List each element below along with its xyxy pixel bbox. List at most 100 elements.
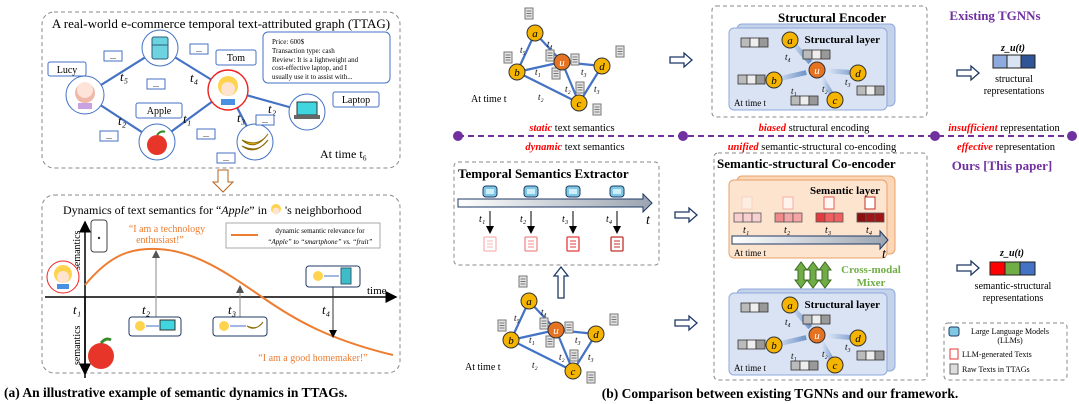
semantic-axis-label: t: [882, 247, 887, 262]
mixer-label: Mixer: [857, 277, 886, 289]
text-document-icon: [570, 53, 580, 66]
caption-a: (a) An illustrative example of semantic …: [4, 385, 347, 400]
edge-label: t₃: [845, 77, 851, 87]
tick-label: t₂: [520, 214, 527, 225]
node-a: [781, 31, 799, 49]
edge-label: t₁: [183, 111, 191, 126]
down-arrow-icon: [211, 169, 235, 193]
smartphone-icon: [90, 219, 108, 253]
quote-tech: “I am a technology: [129, 224, 205, 235]
review-line: Transaction type: cash: [272, 47, 335, 55]
node-label: u: [553, 325, 559, 337]
z-label: z_u(t): [1000, 43, 1025, 54]
node-label: c: [833, 360, 838, 372]
node-d: [593, 57, 611, 75]
semantic-embedding-vector: [856, 212, 885, 223]
ellipsis: ...: [262, 116, 268, 125]
graph-edge: [510, 339, 574, 372]
node-u: [547, 321, 565, 339]
tom-node: Tom: [207, 49, 257, 111]
llm-robot-icon: [565, 185, 581, 198]
node-b: [765, 336, 783, 354]
dynamic-semantics-label: dynamic text semantics: [525, 142, 624, 153]
node-u: [553, 53, 571, 71]
edge-label: t₃: [237, 110, 245, 125]
tick-label: t₃: [825, 225, 832, 236]
legend-raw: Raw Texts in TTAGs: [962, 365, 1030, 374]
structural-layer-label: Structural layer: [805, 34, 881, 46]
llm-generated-text-icon: [483, 236, 497, 252]
review-line: usually use it to assist with...: [272, 73, 353, 81]
at-time-label: At time t: [734, 98, 766, 108]
node-a: [520, 292, 538, 310]
node-label: c: [571, 366, 576, 378]
tom-fridge-interaction-icon: [305, 265, 361, 288]
at-time-label: At time t: [734, 248, 766, 258]
timeline-dot: [453, 131, 463, 141]
edge-label: t₅: [514, 313, 520, 323]
repr-text: semantic-structural: [975, 281, 1052, 292]
text-document-icon: [592, 103, 602, 116]
edge-label: t₂: [118, 113, 127, 128]
edge-label: t₂: [559, 352, 565, 362]
node-b: [765, 71, 783, 89]
ellipsis: ...: [223, 154, 229, 163]
tom-highlight-icon: [46, 260, 80, 294]
comparison-timeline: static text semantics biased structural …: [453, 123, 1077, 153]
insufficient-repr-label: insufficient representation: [948, 123, 1060, 134]
edge-label: t₂: [532, 360, 538, 370]
edge-label: t₁: [535, 67, 541, 77]
extractor-axis-label: t: [646, 213, 651, 228]
tick-label: t₁: [743, 225, 749, 236]
flow-arrows: [552, 51, 980, 332]
edge-label: t₄: [190, 70, 199, 85]
edge-label: t₃: [588, 352, 594, 362]
text-document-icon: [609, 313, 619, 326]
curve-legend: dynamic semantic relevance for “Apple” t…: [225, 222, 381, 249]
semantic-relevance-curve: [84, 247, 394, 356]
semantic-time-arrow: [731, 229, 889, 251]
llm-generated-text-icon: [610, 236, 624, 252]
edge-label: t₂: [538, 92, 544, 102]
generated-text-icon: [949, 348, 959, 360]
llm-generated-text-icon: [741, 196, 753, 210]
raw-text-icon: [949, 363, 959, 375]
at-time-label: At time t: [471, 94, 507, 105]
text-document-icon: [503, 51, 513, 64]
legend-line: “Apple” to “smartphone” vs. “fruit”: [268, 238, 373, 246]
tick-label: t₃: [228, 302, 236, 317]
y-axis-label-bottom: semantics: [72, 325, 83, 365]
existing-tgnns-label: Existing TGNNs: [949, 8, 1040, 23]
node-label: c: [833, 95, 838, 107]
legend-llm: (LLMs): [997, 336, 1023, 345]
lucy-node: Lucy: [47, 61, 105, 115]
semantic-dynamics-panel: Dynamics of text semantics for “Apple” i…: [41, 194, 401, 378]
lucy-label: Lucy: [57, 65, 78, 76]
llm-generated-text-icon: [782, 196, 794, 210]
node-d: [587, 325, 605, 343]
embedding-vector: [737, 74, 766, 85]
laptop-label: Laptop: [342, 95, 370, 106]
tick-label: t₁: [479, 214, 485, 225]
semantic-structural-representation: z_u(t) semantic-structural representatio…: [975, 248, 1052, 304]
node-b: [502, 331, 520, 349]
flow-arrow-icon: [669, 51, 693, 69]
z-label: z_u(t): [999, 248, 1024, 259]
text-document-icon: [615, 45, 625, 58]
legend-line: dynamic semantic relevance for: [275, 227, 365, 235]
apple-icon: [88, 337, 114, 369]
apple-node: Apple: [135, 102, 183, 161]
edge-label: t₂: [565, 84, 571, 94]
embedding-vector: [856, 350, 885, 361]
text-document-icon: [539, 317, 549, 330]
semantic-embedding-vector: [815, 212, 844, 223]
llm-robot-icon: [948, 326, 960, 337]
embedding-vector: [856, 85, 885, 96]
edge-label: t₁: [529, 335, 535, 345]
edge-label: t₃: [581, 67, 587, 77]
node-u: [808, 61, 826, 79]
edge-label: t₁: [791, 351, 797, 361]
llm-generated-text-icon: [524, 236, 538, 252]
